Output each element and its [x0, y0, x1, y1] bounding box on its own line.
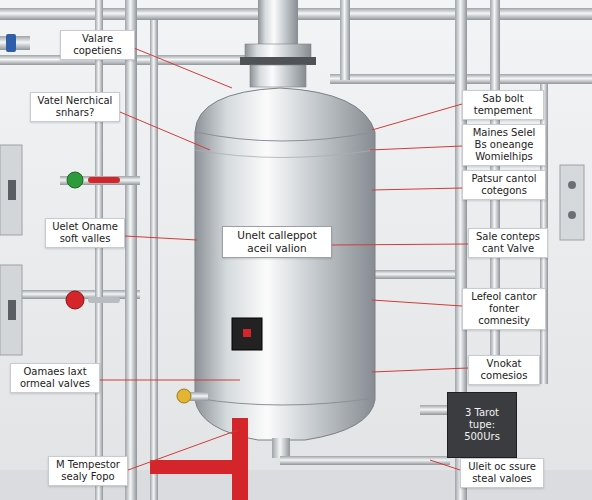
- callout-box: Uelet Oname soft valles: [45, 218, 125, 248]
- callout-box: Vnokat comesios: [468, 355, 540, 385]
- callout-box: Lefeol cantor fonter comnesity: [462, 288, 546, 330]
- callout-box: Sale conteps cant Valve: [468, 228, 548, 258]
- callout-box: Uleit oc ssure steal valoes: [460, 458, 544, 488]
- callout-text: Lefeol cantor fonter comnesity: [467, 291, 541, 327]
- callout-box: Vatel Nerchical snhars?: [30, 92, 120, 122]
- callout-text: Valare copetiens: [65, 33, 130, 57]
- callout-text: M Tempestor sealy Fopo: [53, 459, 123, 483]
- callout-text: Sale conteps cant Valve: [473, 231, 543, 255]
- callout-box: Oamaes laxt ormeal valves: [10, 363, 100, 393]
- callout-text: Maines Selel Bs oneange Womielhips: [467, 127, 541, 163]
- callout-text: Uelet Oname soft valles: [50, 221, 120, 245]
- callout-box: Unelt calleppot aceil valion: [222, 226, 332, 258]
- callout-text: Uleit oc ssure steal valoes: [465, 461, 539, 485]
- callout-box: Maines Selel Bs oneange Womielhips: [462, 124, 546, 166]
- callout-text: Vatel Nerchical snhars?: [35, 95, 115, 119]
- callout-text: Sab bolt tempement: [467, 93, 539, 117]
- callout-box: M Tempestor sealy Fopo: [48, 456, 128, 486]
- callout-text: 3 Tarot tupe: 500Urs: [452, 407, 512, 443]
- equipment-box: 3 Tarot tupe: 500Urs: [447, 392, 517, 458]
- callout-text: Vnokat comesios: [473, 358, 535, 382]
- callout-text: Patsur cantol cotegons: [467, 173, 541, 197]
- callout-box: Sab bolt tempement: [462, 90, 544, 120]
- callout-text: Unelt calleppot aceil valion: [227, 229, 327, 255]
- callout-box: Patsur cantol cotegons: [462, 170, 546, 200]
- callout-box: Valare copetiens: [60, 30, 135, 60]
- callout-text: Oamaes laxt ormeal valves: [15, 366, 95, 390]
